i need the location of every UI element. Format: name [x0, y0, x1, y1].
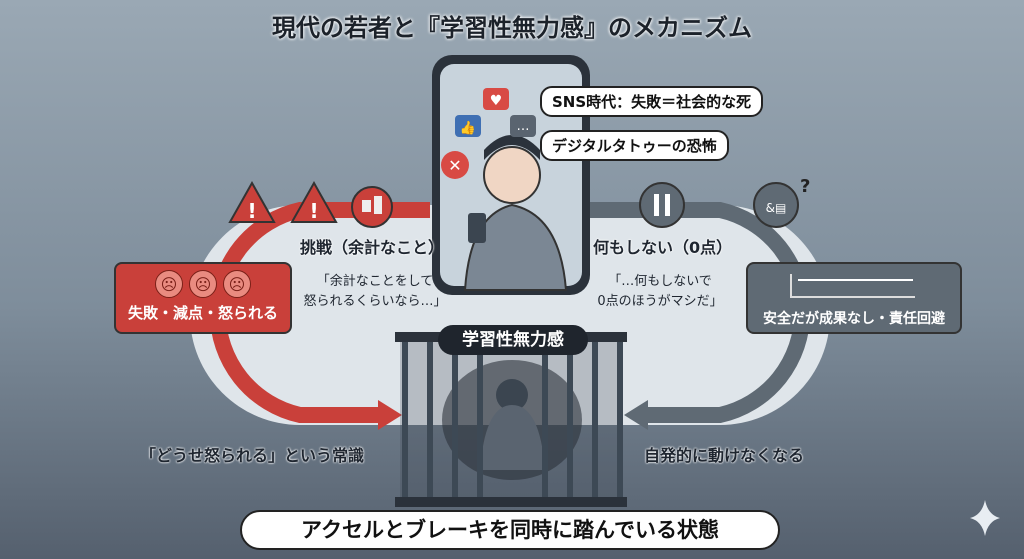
gauge-pedal-icon: &▤	[753, 182, 799, 228]
person-head	[483, 146, 541, 204]
svg-text:…: …	[517, 119, 530, 134]
cycle-track	[190, 205, 830, 425]
right-quote: 「…何もしないで 0点のほうがマシだ」	[580, 272, 740, 312]
challenge-label: 挑戦（余計なこと）	[300, 238, 445, 257]
angry-faces-icon: ☹☹☹	[116, 270, 290, 298]
left-quote: 「余計なことをして 怒られるくらいなら…」	[290, 272, 460, 312]
cage-bars	[402, 340, 623, 505]
safe-box-label: 安全だが成果なし・責任回避	[763, 311, 945, 327]
svg-text:!: !	[247, 199, 256, 223]
sns-bubble: SNS時代：失敗＝社会的な死	[540, 86, 764, 117]
svg-text:&▤: &▤	[766, 201, 787, 215]
page-title: 現代の若者と『学習性無力感』のメカニズム	[272, 14, 752, 42]
right-quote-line: 「…何もしないで	[608, 274, 712, 289]
cage-label: 学習性無力感	[438, 325, 588, 355]
left-quote-line: 怒られるくらいなら…」	[303, 294, 447, 309]
gray-arrowhead	[624, 400, 648, 430]
left-quote-line: 「余計なことをして	[316, 274, 434, 289]
pause-icon	[639, 182, 685, 228]
svg-text:✕: ✕	[448, 156, 461, 175]
right-quote-line: 0点のほうがマシだ」	[597, 294, 723, 309]
flat-line-chart-icon	[790, 274, 915, 298]
warning-icon: !	[290, 180, 338, 223]
crouching-person	[480, 405, 545, 470]
red-arrowhead	[378, 400, 402, 430]
smartphone-in-hand	[468, 213, 486, 243]
failure-box-label: 失敗・減点・怒られる	[127, 304, 278, 322]
safe-box: 安全だが成果なし・責任回避	[746, 262, 962, 334]
bottom-banner: アクセルとブレーキを同時に踏んでいる状態	[240, 510, 780, 550]
left-bottom-label: 「どうせ怒られる」という常識	[140, 446, 365, 465]
svg-text:♥: ♥	[490, 93, 503, 109]
warning-icon: !	[228, 180, 276, 223]
pedal-icon	[351, 186, 393, 228]
digital-tattoo-bubble: デジタルタトゥーの恐怖	[540, 130, 729, 161]
sparkle-icon	[970, 500, 1000, 536]
do-nothing-label: 何もしない（0点）	[593, 238, 733, 257]
person-hoodie	[463, 203, 568, 291]
question-mark: ?	[800, 176, 811, 197]
svg-text:!: !	[309, 199, 318, 223]
svg-text:👍: 👍	[460, 120, 476, 136]
failure-box: ☹☹☹ 失敗・減点・怒られる	[114, 262, 292, 334]
right-bottom-label: 自発的に動けなくなる	[644, 446, 805, 465]
